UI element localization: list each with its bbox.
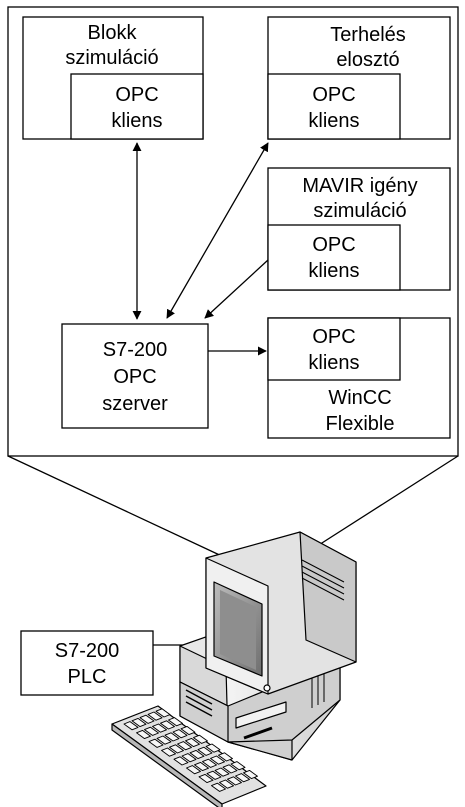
keyboard-key — [156, 735, 172, 745]
keyboard-key — [193, 734, 208, 744]
blokk-title-line2: szimuláció — [65, 47, 158, 69]
keyboard-key — [218, 752, 233, 762]
keyboard-key — [205, 743, 221, 753]
keyboard-key — [227, 776, 242, 786]
mavir-opc-line2: kliens — [308, 260, 359, 282]
keyboard-key — [136, 729, 151, 740]
keyboard-key — [198, 773, 214, 784]
keyboard-key — [186, 765, 201, 775]
desktop-computer-icon — [179, 531, 357, 761]
terheles-opc-client-box — [267, 73, 401, 140]
keyboard-key — [177, 741, 192, 751]
keyboard-key — [211, 782, 226, 792]
blokk-opc-line1: OPC — [115, 84, 158, 106]
keyboard-key — [147, 711, 163, 721]
keyboard-key — [222, 764, 238, 774]
keyboard-key — [219, 779, 234, 789]
keyboard-key — [164, 732, 180, 742]
workstation-frame — [7, 6, 459, 559]
blokk-opc-line2: kliens — [111, 110, 162, 132]
keyboard-key — [144, 726, 159, 736]
plc-line1: S7-200 — [55, 640, 120, 662]
keyboard-key — [243, 769, 258, 780]
keyboard-key — [206, 770, 222, 780]
keyboard-key — [172, 729, 188, 739]
keyboard-key — [148, 738, 164, 748]
keyboard-key — [173, 756, 189, 766]
server-line3: szerver — [102, 393, 168, 415]
keyboard-key — [230, 761, 246, 771]
blokk-simulation-box: Blokk szimuláció OPC kliens — [22, 16, 204, 140]
keyboard-key — [197, 746, 213, 756]
mavir-opc-line1: OPC — [312, 234, 355, 256]
keyboard-key — [169, 744, 184, 754]
server-line1: S7-200 — [103, 339, 168, 361]
keyboard-key — [131, 717, 147, 728]
mavir-simulation-box: MAVIR igény szimuláció OPC kliens — [267, 167, 451, 291]
wincc-flexible-box: OPC kliens WinCC Flexible — [267, 317, 451, 439]
arrow-server-terheles — [166, 142, 269, 319]
terheles-title-line2: elosztó — [336, 49, 399, 71]
mavir-title-line1: MAVIR igény — [302, 175, 417, 197]
keyboard-key — [160, 720, 175, 730]
keyboard-key — [152, 723, 167, 733]
keyboard-key — [185, 737, 200, 748]
keyboard-key — [161, 747, 176, 757]
server-line2: OPC — [113, 366, 156, 388]
keyboard-icon — [111, 705, 267, 807]
terheles-opc-line2: kliens — [308, 110, 359, 132]
connectors — [132, 142, 269, 356]
terheles-eloszto-box: Terhelés elosztó OPC kliens — [267, 16, 451, 140]
plc-line2: PLC — [68, 666, 107, 688]
terheles-opc-line1: OPC — [312, 84, 355, 106]
keyboard-key — [123, 721, 139, 731]
mavir-title-line2: szimuláció — [313, 200, 406, 222]
keyboard-key — [180, 725, 196, 736]
keyboard-key — [202, 758, 217, 768]
wincc-title-line1: WinCC — [328, 387, 391, 409]
keyboard-key — [235, 773, 250, 783]
wincc-opc-client-box — [267, 317, 401, 381]
arrow-mavir-server — [204, 259, 269, 319]
terheles-title-line1: Terhelés — [330, 24, 406, 46]
keyboard-key — [139, 714, 155, 724]
wincc-title-line2: Flexible — [326, 413, 395, 435]
keyboard-key — [155, 708, 171, 718]
keyboard-key — [210, 755, 225, 765]
blokk-title-line1: Blokk — [88, 22, 138, 44]
keyboard-key — [189, 749, 205, 760]
blokk-opc-client-box — [70, 73, 204, 140]
keyboard-key — [181, 753, 197, 763]
keyboard-key — [168, 717, 183, 727]
keyboard-key — [194, 761, 209, 772]
wincc-opc-line1: OPC — [312, 326, 355, 348]
keyboard-key — [214, 767, 230, 777]
wincc-opc-line2: kliens — [308, 352, 359, 374]
